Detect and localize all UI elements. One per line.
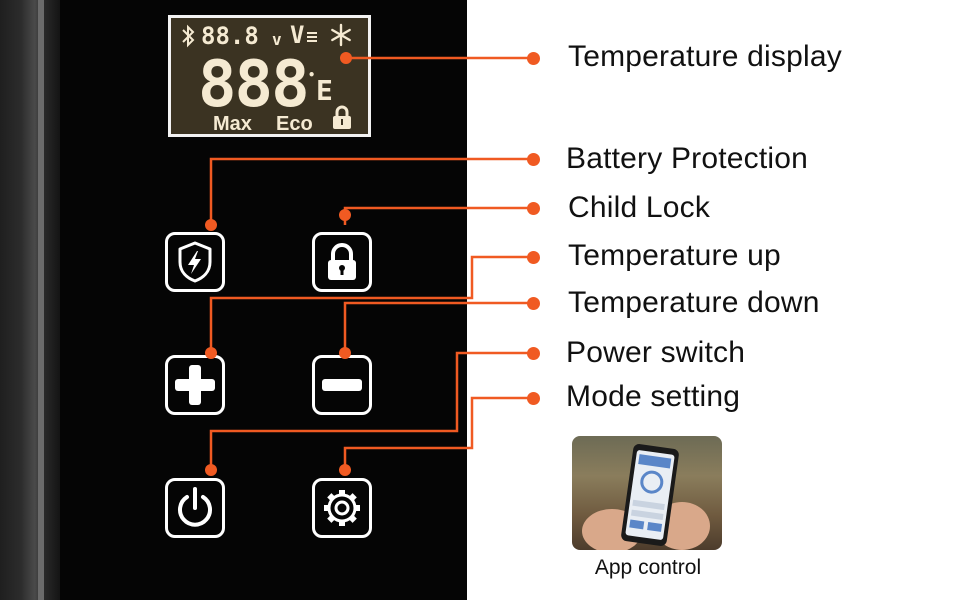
temperature-digits: 888 — [198, 48, 310, 122]
callout-dot — [527, 251, 540, 264]
power-icon — [178, 487, 212, 527]
device-frame-edge — [38, 0, 44, 600]
degree-dot: • — [308, 68, 316, 82]
callout-dot — [527, 52, 540, 65]
phone-in-hands-image — [582, 444, 710, 550]
label-temperature-up: Temperature up — [568, 239, 781, 272]
lock-icon — [328, 243, 356, 280]
callout-dot — [527, 153, 540, 166]
battery-protection-button[interactable] — [165, 232, 225, 292]
eco-mode-label: Eco — [276, 113, 313, 135]
label-child-lock: Child Lock — [568, 191, 711, 224]
temperature-up-button[interactable] — [165, 355, 225, 415]
minus-icon — [322, 379, 362, 391]
dc-lines-icon — [307, 32, 317, 42]
voltage-readout: 88.8 — [201, 22, 259, 50]
gear-icon — [324, 490, 360, 526]
label-temperature-down: Temperature down — [568, 286, 820, 319]
temperature-display: 88.8 v V 888 • E Max Eco — [168, 15, 371, 137]
app-control-photo — [572, 436, 722, 550]
bluetooth-icon — [182, 24, 195, 48]
dc-symbol: V — [290, 21, 305, 49]
max-mode-label: Max — [213, 113, 252, 135]
child-lock-button[interactable] — [312, 232, 372, 292]
device-frame — [0, 0, 60, 600]
label-battery-protection: Battery Protection — [566, 142, 809, 175]
volt-unit: v — [272, 30, 282, 49]
label-mode-setting: Mode setting — [566, 380, 741, 413]
callout-dot — [527, 297, 540, 310]
app-control-label: App control — [594, 556, 702, 579]
callout-dot — [527, 392, 540, 405]
mode-setting-button[interactable] — [312, 478, 372, 538]
temperature-unit: E — [316, 74, 333, 107]
label-temperature-display: Temperature display — [568, 40, 842, 73]
snowflake-icon — [331, 23, 351, 47]
callout-dot — [527, 347, 540, 360]
label-power-switch: Power switch — [566, 336, 746, 369]
lock-indicator-icon — [333, 105, 351, 129]
callout-dot — [527, 202, 540, 215]
plus-icon — [175, 365, 215, 405]
shield-lightning-icon — [178, 241, 212, 283]
power-switch-button[interactable] — [165, 478, 225, 538]
